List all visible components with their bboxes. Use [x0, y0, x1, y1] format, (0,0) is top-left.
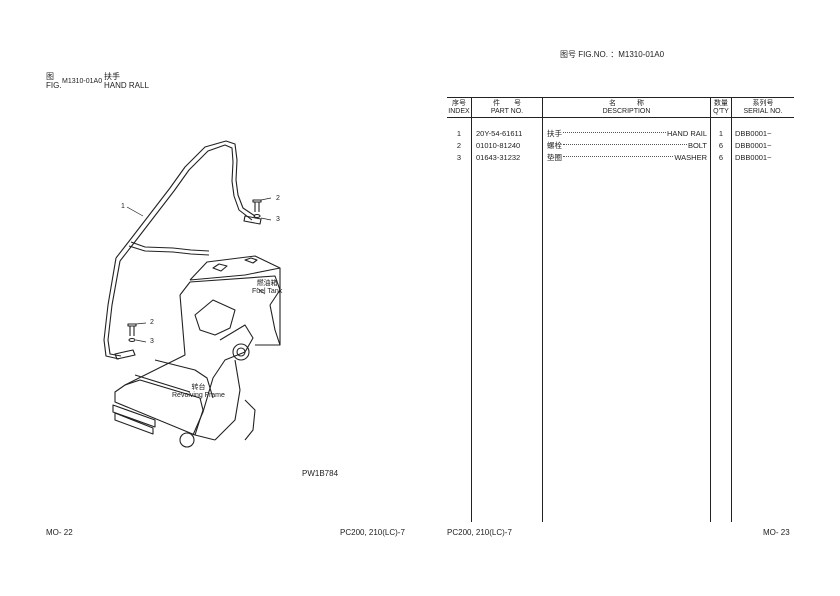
right-model: PC200, 210(LC)-7 — [447, 528, 512, 537]
col-part-cn: 件 号 — [493, 100, 521, 107]
right-page-number: MO- 23 — [763, 528, 790, 537]
row-index: 3 — [456, 153, 462, 162]
col-serial-header: 系列号 SERIAL NO. — [732, 100, 794, 116]
fuel-tank-label-cn: 燃油箱 — [256, 280, 278, 287]
fig-title-en: HAND RALL — [104, 81, 149, 90]
col-serial-en: SERIAL NO. — [743, 108, 783, 115]
col-desc-en: DESCRIPTION — [602, 108, 651, 115]
row-desc-en: BOLT — [687, 141, 707, 150]
row-description: 扶手 HAND RAIL — [547, 128, 707, 139]
col-qty-header: 数量 Q'TY — [711, 100, 731, 116]
row-qty: 6 — [718, 141, 723, 150]
revolving-frame-label: 转台 Revolving Frame — [172, 384, 225, 400]
row-index: 2 — [456, 141, 462, 150]
table-row: 1 20Y-54-61611 扶手 HAND RAIL 1 DBB0001~ — [447, 128, 794, 139]
col-qty-cn: 数量 — [714, 100, 728, 107]
col-qty-en: Q'TY — [713, 108, 729, 115]
row-serial: DBB0001~ — [735, 141, 772, 150]
left-page-number: MO- 22 — [46, 528, 73, 537]
col-desc-cn: 名 称 — [609, 100, 644, 107]
row-desc-cn: 扶手 — [547, 129, 562, 138]
col-serial-cn: 系列号 — [752, 100, 774, 107]
right-fig-label: 图号 FIG.NO. ：M1310-01A0 — [560, 50, 665, 59]
row-serial: DBB0001~ — [735, 153, 772, 162]
callout-2-upper: 2 — [276, 195, 280, 202]
row-desc-cn: 螺栓 — [547, 141, 562, 150]
drawing-code: PW1B784 — [302, 469, 339, 478]
col-index-en: INDEX — [448, 108, 470, 115]
fig-label-cn: 图 — [46, 72, 54, 81]
table-row: 3 01643-31232 垫圈 WASHER 6 DBB0001~ — [447, 152, 794, 163]
col-index-cn: 序号 — [452, 100, 466, 107]
row-qty: 6 — [718, 153, 723, 162]
row-description: 垫圈 WASHER — [547, 152, 707, 163]
row-serial: DBB0001~ — [735, 129, 772, 138]
row-part-no: 01643-31232 — [476, 153, 521, 162]
row-description: 螺栓 BOLT — [547, 140, 707, 151]
revolving-frame-label-cn: 转台 — [191, 384, 206, 391]
row-desc-cn: 垫圈 — [547, 153, 562, 162]
fuel-tank-label-en: Fuel Tank — [252, 288, 283, 295]
callout-2-lower: 2 — [150, 319, 154, 326]
col-part-header: 件 号 PART NO. — [472, 100, 542, 116]
col-index-header: 序号 INDEX — [447, 100, 471, 116]
col-desc-header: 名 称 DESCRIPTION — [543, 100, 710, 116]
fig-title-cn: 扶手 — [104, 72, 120, 81]
revolving-frame-label-en: Revolving Frame — [172, 392, 225, 399]
parts-table: 序号 INDEX 件 号 PART NO. 名 称 DESCRIPTION 数量… — [447, 97, 794, 522]
col-part-en: PART NO. — [490, 108, 524, 115]
fig-label-en: FIG. — [46, 81, 62, 90]
row-part-no: 01010-81240 — [476, 141, 521, 150]
callout-3-upper: 3 — [276, 216, 280, 223]
row-qty: 1 — [718, 129, 723, 138]
fig-number: M1310-01A0 — [62, 78, 103, 85]
row-part-no: 20Y-54-61611 — [476, 129, 523, 138]
callout-1: 1 — [121, 203, 125, 210]
fuel-tank-label: 燃油箱 Fuel Tank — [252, 280, 282, 296]
row-index: 1 — [456, 129, 462, 138]
row-desc-en: HAND RAIL — [666, 129, 707, 138]
table-row: 2 01010-81240 螺栓 BOLT 6 DBB0001~ — [447, 140, 794, 151]
callout-3-lower: 3 — [150, 338, 154, 345]
row-desc-en: WASHER — [674, 153, 707, 162]
left-model: PC200, 210(LC)-7 — [340, 528, 405, 537]
parts-drawing — [103, 140, 281, 448]
